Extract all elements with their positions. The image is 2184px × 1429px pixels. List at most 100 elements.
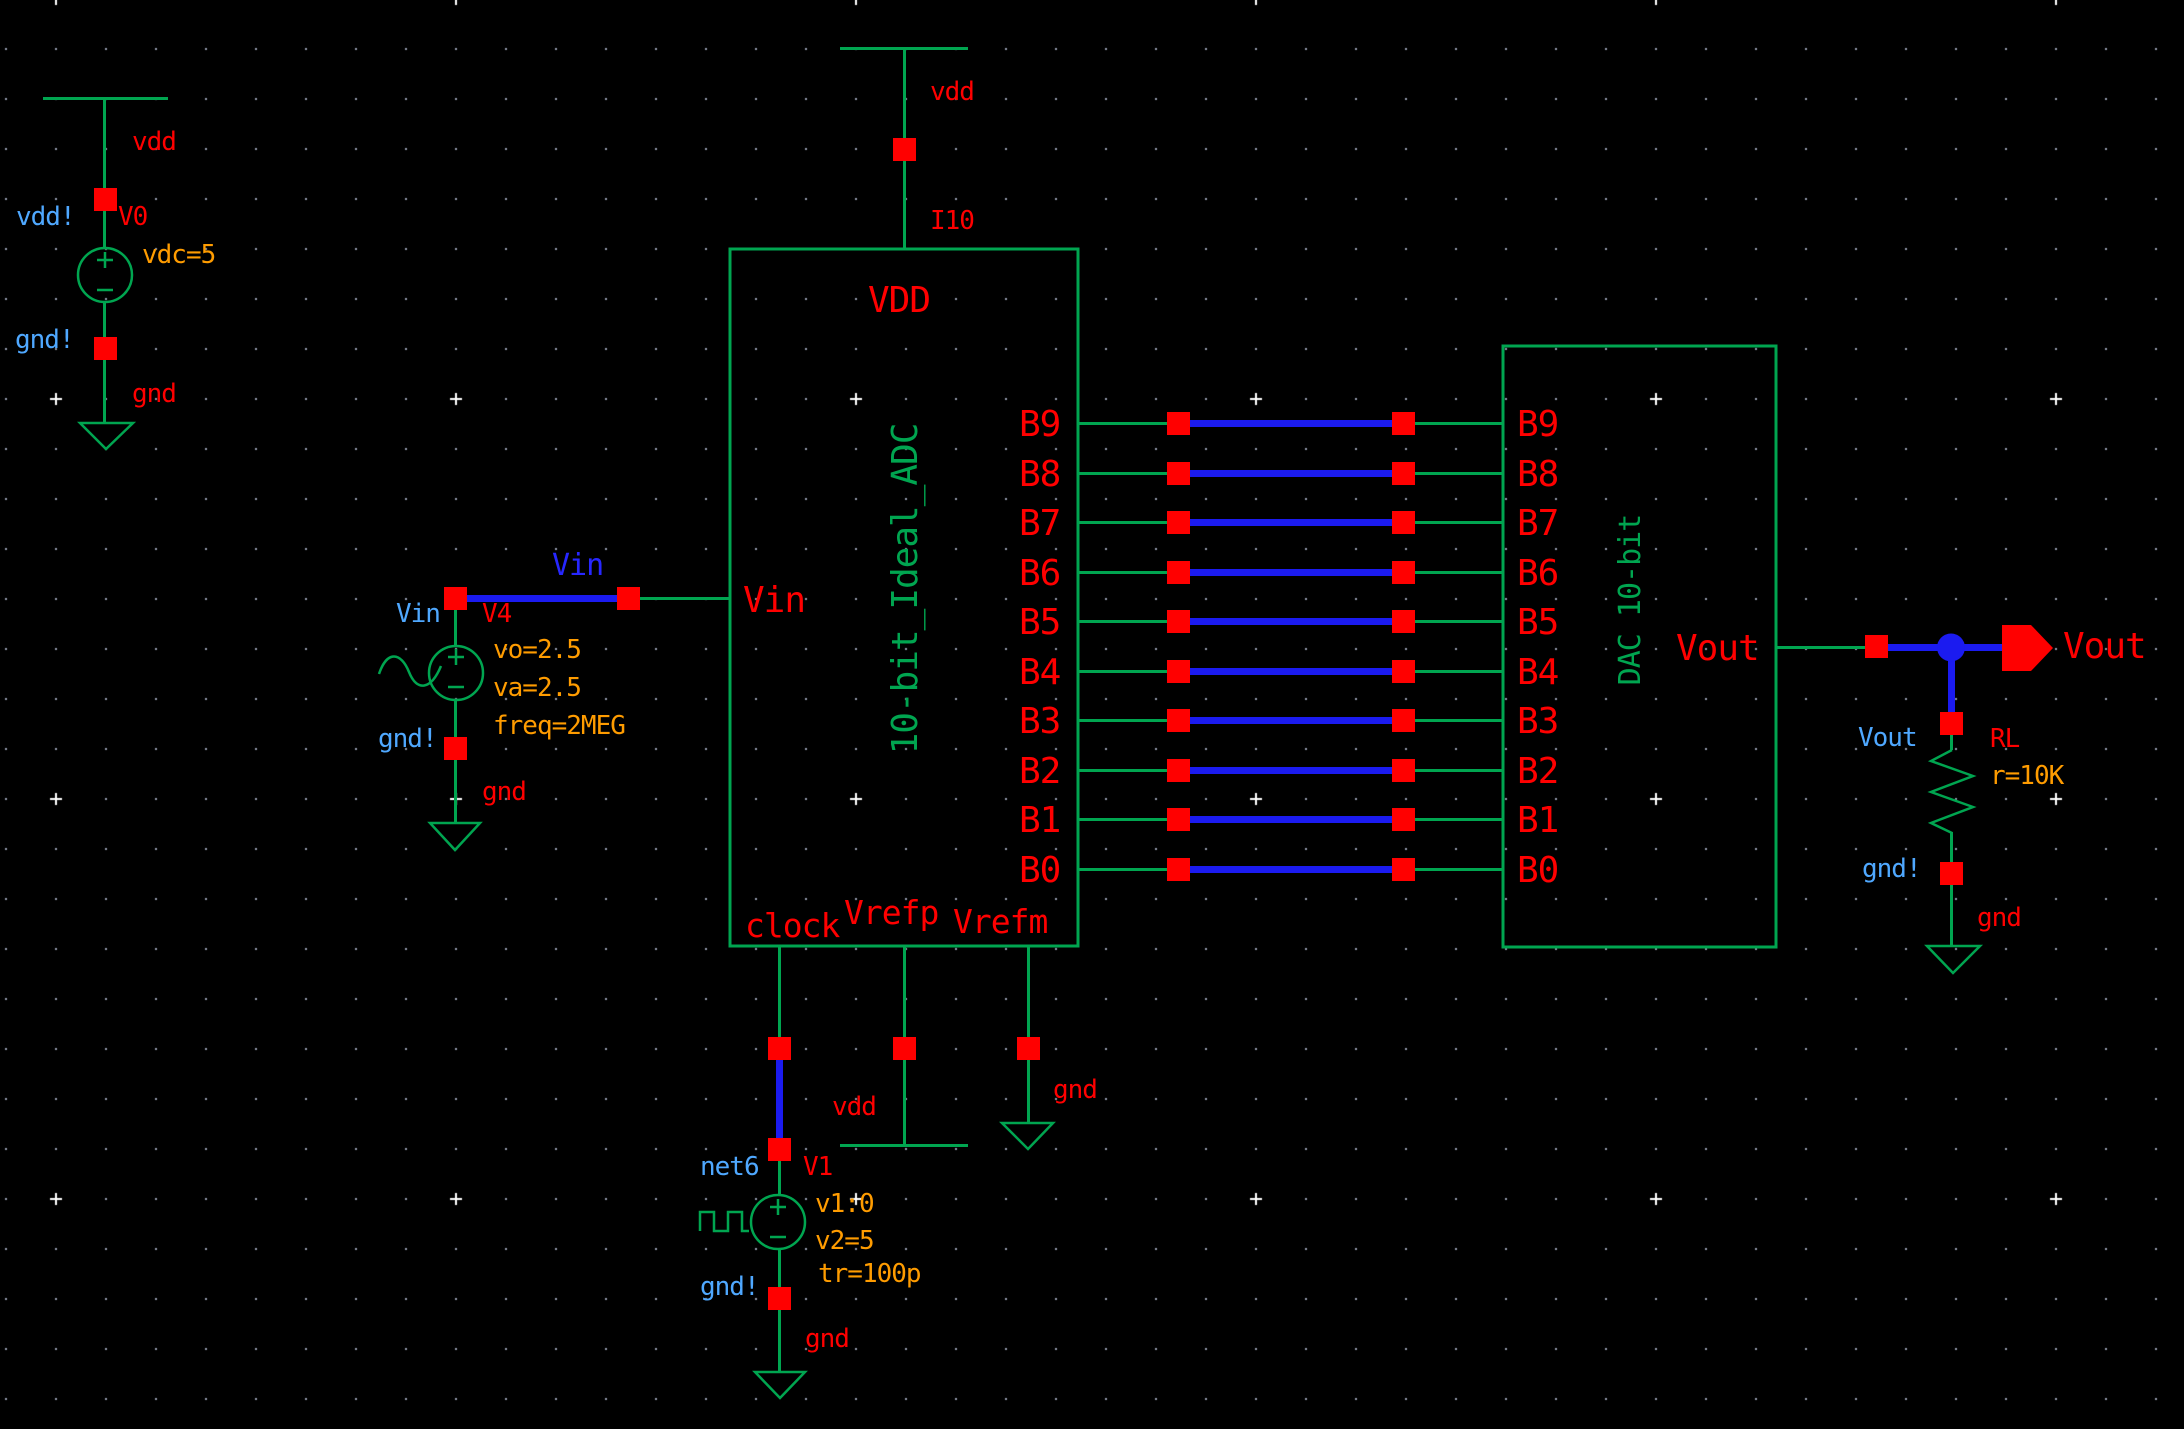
v0-rail-net-label[interactable]: vdd: [132, 127, 177, 157]
wire-adc-b8[interactable]: [1078, 472, 1168, 475]
wire-adc-b9[interactable]: [1078, 422, 1168, 425]
pin-dac-b8[interactable]: [1392, 462, 1415, 485]
dac-bit-label-b1[interactable]: B1: [1517, 800, 1559, 841]
dac-bit-label-b6[interactable]: B6: [1517, 553, 1559, 594]
adc-pin-clock-label[interactable]: clock: [745, 906, 840, 945]
pin-rl-top[interactable]: [1940, 712, 1963, 735]
v0-gnd-label[interactable]: gnd: [132, 379, 177, 409]
wire-dac-b3[interactable]: [1415, 719, 1504, 722]
adc-bit-label-b8[interactable]: B8: [1019, 454, 1061, 495]
pin-dac-vout[interactable]: [1865, 635, 1888, 658]
wire-bus-b8[interactable]: [1190, 470, 1393, 477]
wire-adc-b1[interactable]: [1078, 818, 1168, 821]
pin-adc-b6[interactable]: [1167, 561, 1190, 584]
v1-source-body[interactable]: [749, 1193, 807, 1251]
wire-vrefm-stub[interactable]: [1027, 946, 1030, 1038]
wire-vdd-rail-v0[interactable]: [43, 97, 168, 100]
dac-bit-label-b0[interactable]: B0: [1517, 850, 1559, 891]
pin-adc-b0[interactable]: [1167, 858, 1190, 881]
wire-rl-top[interactable]: [1950, 735, 1953, 750]
adc-bit-label-b6[interactable]: B6: [1019, 553, 1061, 594]
wire-v1-bottom[interactable]: [778, 1249, 781, 1288]
dac-bit-label-b8[interactable]: B8: [1517, 454, 1559, 495]
wire-bus-b3[interactable]: [1190, 717, 1393, 724]
pin-dac-b0[interactable]: [1392, 858, 1415, 881]
pin-dac-b5[interactable]: [1392, 610, 1415, 633]
v1-plus-net-label[interactable]: net6: [700, 1152, 760, 1182]
v0-gnd-symbol[interactable]: [76, 421, 137, 451]
pin-v0-plus[interactable]: [94, 188, 117, 211]
wire-bus-b5[interactable]: [1190, 618, 1393, 625]
v0-source-body[interactable]: [76, 246, 134, 304]
pin-v4-minus[interactable]: [444, 737, 467, 760]
v1-minus-net-label[interactable]: gnd!: [700, 1272, 760, 1302]
vout-output-pin[interactable]: [2002, 625, 2053, 671]
rl-minus-net-label[interactable]: gnd!: [1862, 854, 1922, 884]
adc-pin-vrefp-label[interactable]: Vrefp: [844, 893, 939, 932]
wire-vout-net-down[interactable]: [1948, 658, 1955, 714]
wire-adc-b5[interactable]: [1078, 620, 1168, 623]
pin-dac-b4[interactable]: [1392, 660, 1415, 683]
v1-plus-minus-icon[interactable]: [770, 1199, 786, 1239]
adc-bit-label-b9[interactable]: B9: [1019, 404, 1061, 445]
adc-bit-label-b5[interactable]: B5: [1019, 602, 1061, 643]
v4-plus-net-label[interactable]: Vin: [396, 599, 441, 629]
wire-dac-b5[interactable]: [1415, 620, 1504, 623]
wire-vin-net[interactable]: [466, 595, 618, 602]
pin-adc-b1[interactable]: [1167, 808, 1190, 831]
v4-sine-icon[interactable]: [377, 655, 443, 687]
pin-dac-b7[interactable]: [1392, 511, 1415, 534]
pin-adc-b9[interactable]: [1167, 412, 1190, 435]
v4-plus-minus-icon[interactable]: [448, 649, 464, 689]
wire-vout-net-b[interactable]: [1964, 644, 2005, 651]
vrefp-rail-label[interactable]: vdd: [832, 1092, 877, 1122]
wire-bus-b4[interactable]: [1190, 668, 1393, 675]
wire-v0-top[interactable]: [103, 100, 106, 249]
wire-rl-mid[interactable]: [1950, 832, 1953, 863]
adc-rail-net-label[interactable]: vdd: [930, 77, 975, 107]
dac-bit-label-b2[interactable]: B2: [1517, 751, 1559, 792]
v4-gnd-label[interactable]: gnd: [482, 777, 527, 807]
v4-gnd-symbol[interactable]: [427, 821, 483, 852]
pin-adc-b2[interactable]: [1167, 759, 1190, 782]
wire-bus-b6[interactable]: [1190, 569, 1393, 576]
v1-pulse-icon[interactable]: [698, 1210, 749, 1233]
vin-net-label[interactable]: Vin: [552, 548, 604, 583]
v0-plus-minus-icon[interactable]: [97, 252, 113, 292]
pin-adc-b4[interactable]: [1167, 660, 1190, 683]
wire-adc-b2[interactable]: [1078, 769, 1168, 772]
dac-bit-label-b5[interactable]: B5: [1517, 602, 1559, 643]
wire-dac-b2[interactable]: [1415, 769, 1504, 772]
pin-adc-b8[interactable]: [1167, 462, 1190, 485]
pin-v0-minus[interactable]: [94, 337, 117, 360]
adc-bit-label-b7[interactable]: B7: [1019, 503, 1061, 544]
wire-dac-b4[interactable]: [1415, 670, 1504, 673]
adc-title[interactable]: 10-bit_Ideal_ADC: [885, 423, 926, 755]
wire-adc-b3[interactable]: [1078, 719, 1168, 722]
pin-adc-b3[interactable]: [1167, 709, 1190, 732]
wire-v1-gnd[interactable]: [778, 1310, 781, 1372]
wire-v4-bottom[interactable]: [454, 700, 457, 738]
rl-gnd-label[interactable]: gnd: [1977, 903, 2022, 933]
v0-plus-net-label[interactable]: vdd!: [16, 202, 76, 232]
wire-vdd-rail-adc[interactable]: [840, 47, 968, 50]
v1-gnd-label[interactable]: gnd: [805, 1324, 850, 1354]
dac-bit-label-b4[interactable]: B4: [1517, 652, 1559, 693]
wire-vdd-rail-vrefp[interactable]: [840, 1144, 968, 1147]
vrefm-gnd-label[interactable]: gnd: [1053, 1075, 1098, 1105]
rl-resistor-body[interactable]: [1927, 748, 1977, 835]
wire-adc-b4[interactable]: [1078, 670, 1168, 673]
wire-v4-gnd[interactable]: [454, 760, 457, 823]
wire-dac-b1[interactable]: [1415, 818, 1504, 821]
pin-dac-b1[interactable]: [1392, 808, 1415, 831]
wire-clock-net[interactable]: [776, 1060, 783, 1139]
v1-param-tr[interactable]: tr=100p: [818, 1259, 922, 1289]
adc-bit-label-b1[interactable]: B1: [1019, 800, 1061, 841]
pin-v4-plus[interactable]: [444, 587, 467, 610]
pin-dac-b6[interactable]: [1392, 561, 1415, 584]
pin-adc-b7[interactable]: [1167, 511, 1190, 534]
dac-title[interactable]: DAC 10-bit: [1613, 514, 1648, 686]
dac-bit-label-b3[interactable]: B3: [1517, 701, 1559, 742]
rl-gnd-symbol[interactable]: [1924, 944, 1984, 975]
wire-dac-b8[interactable]: [1415, 472, 1504, 475]
